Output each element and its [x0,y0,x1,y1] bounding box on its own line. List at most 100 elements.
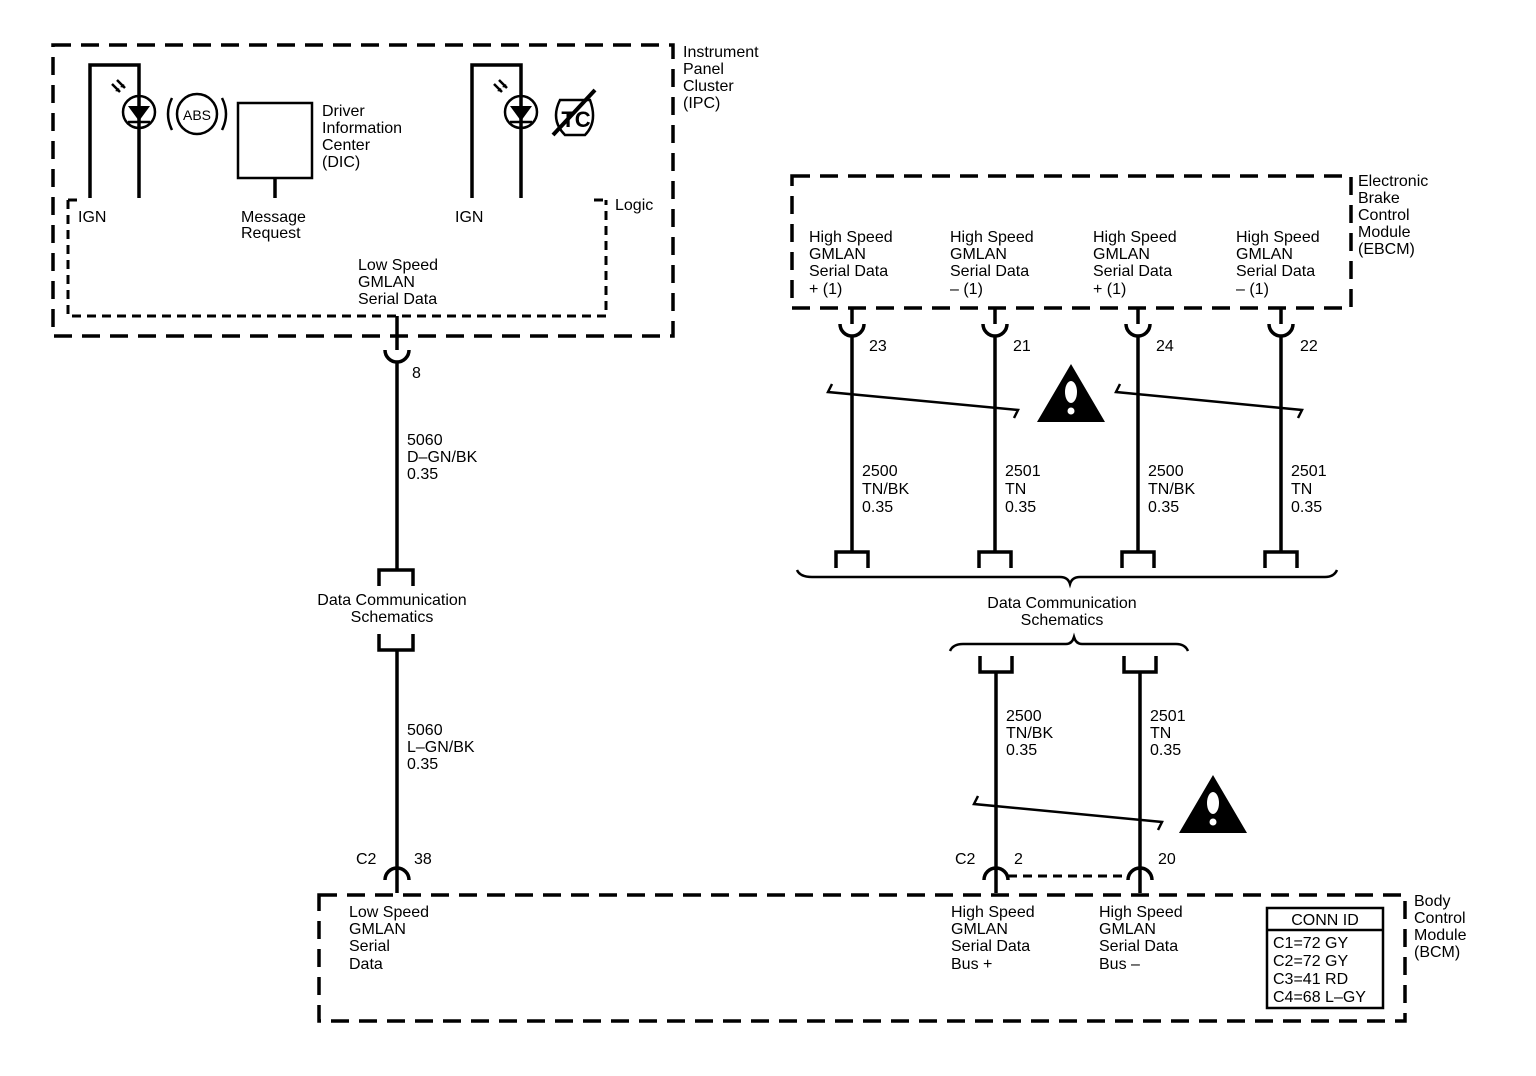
tc-indicator-circuit [470,63,523,198]
ebcm-module: Electronic Brake Control Module (EBCM) H… [790,173,1428,310]
ebcm-w2-color: TN [1005,481,1026,498]
ebcm-t1-line1: High Speed [809,229,893,246]
caution-icon-2 [1179,775,1247,833]
ipc-name-2: Panel [683,61,724,78]
left-lower-inline-connector [377,634,415,652]
ebcm-w2-gauge: 0.35 [1005,499,1036,516]
bcm-right-conn: C2 [955,851,976,868]
ebcm-pin-22: 22 [1300,338,1318,355]
conn-id-c1: C1=72 GY [1273,935,1348,952]
ebcm-name-3: Control [1358,207,1410,224]
ebcm-wire-4: 22 2501 TN 0.35 [1263,308,1327,568]
bcm-hs-plus-1: High Speed [951,904,1035,921]
ebcm-t2-line2: GMLAN [950,246,1007,263]
bcm-plus-circuit: 2500 [1006,708,1042,725]
dic-label-1: Driver [322,103,365,120]
ipc-message-request-1: Message [241,209,306,226]
caution-icon-1 [1037,364,1105,422]
ebcm-t3-line2: GMLAN [1093,246,1150,263]
bcm-name-2: Control [1414,910,1466,927]
center-ref-1: Data Communication [987,595,1136,612]
ebcm-wire-1: 23 2500 TN/BK 0.35 [834,308,909,568]
bcm-name-4: (BCM) [1414,944,1460,961]
bcm-pin-38: 38 [414,851,432,868]
ebcm-w3-gauge: 0.35 [1148,499,1179,516]
bcm-low-speed-1: Low Speed [349,904,429,921]
ebcm-t2-line3: Serial Data [950,263,1029,280]
bcm-low-speed-2: GMLAN [349,921,406,938]
left-lower-circuit: 5060 [407,722,443,739]
tc-led-icon [493,79,539,130]
ebcm-pin-21: 21 [1013,338,1031,355]
bcm-hs-minus-4: Bus – [1099,956,1140,973]
ebcm-t1-line4: + (1) [809,281,842,298]
bcm-hs-plus-3: Serial Data [951,938,1030,955]
bcm-low-speed-4: Data [349,956,383,973]
ebcm-t4-line1: High Speed [1236,229,1320,246]
bcm-wire-minus: 2501 TN 0.35 20 [1122,656,1186,893]
left-lower-gauge: 0.35 [407,756,438,773]
ipc-module: Instrument Panel Cluster (IPC) Logic IGN… [51,43,759,338]
bcm-name-1: Body [1414,893,1450,910]
left-upper-color: D–GN/BK [407,449,478,466]
left-upper-inline-connector [377,568,415,586]
ebcm-t4-line2: GMLAN [1236,246,1293,263]
abs-icon-text: ABS [183,107,211,123]
bcm-minus-color: TN [1150,725,1171,742]
ipc-low-speed-3: Serial Data [358,291,437,308]
ebcm-t3-line4: + (1) [1093,281,1126,298]
ebcm-w1-gauge: 0.35 [862,499,893,516]
ebcm-pin-24: 24 [1156,338,1174,355]
ebcm-w1-circuit: 2500 [862,463,898,480]
conn-id-c3: C3=41 RD [1273,971,1348,988]
bcm-hs-minus-3: Serial Data [1099,938,1178,955]
ebcm-name-2: Brake [1358,190,1400,207]
twisted-pair-marker-1 [826,383,1020,419]
left-upper-gauge: 0.35 [407,466,438,483]
ipc-outline [51,43,675,338]
ebcm-w4-color: TN [1291,481,1312,498]
ipc-logic-outline [66,200,608,318]
ipc-ign-right: IGN [455,209,483,226]
bcm-name-3: Module [1414,927,1467,944]
ebcm-t1-line3: Serial Data [809,263,888,280]
ipc-low-speed-2: GMLAN [358,274,415,291]
ebcm-name-4: Module [1358,224,1411,241]
bcm-hs-minus-1: High Speed [1099,904,1183,921]
ebcm-w3-color: TN/BK [1148,481,1195,498]
ebcm-w4-circuit: 2501 [1291,463,1327,480]
dic-label-3: Center [322,137,371,154]
ebcm-reference-bracket [795,569,1339,589]
ipc-pin-8-connector [383,349,411,364]
ebcm-pin-23: 23 [869,338,887,355]
ipc-ign-left: IGN [78,209,106,226]
abs-warning-icon: ABS [166,92,228,136]
bcm-minus-gauge: 0.35 [1150,742,1181,759]
ebcm-wire-2: 21 2501 TN 0.35 [977,308,1041,568]
bcm-plus-color: TN/BK [1006,725,1053,742]
bcm-wire-plus: 2500 TN/BK 0.35 C2 2 [955,656,1053,893]
ebcm-t4-line3: Serial Data [1236,263,1315,280]
left-upper-circuit: 5060 [407,432,443,449]
bcm-minus-circuit: 2501 [1150,708,1186,725]
dic-box [236,101,314,180]
twisted-pair-marker-2 [1114,383,1304,419]
left-ref-2: Schematics [351,609,434,626]
ebcm-t2-line4: – (1) [950,281,983,298]
ebcm-wire-3: 24 2500 TN/BK 0.35 [1120,308,1195,568]
bcm-pin-20: 20 [1158,851,1176,868]
conn-id-c4: C4=68 L–GY [1273,989,1366,1006]
ipc-logic-label: Logic [615,197,653,214]
ebcm-w3-circuit: 2500 [1148,463,1184,480]
ipc-name-1: Instrument [683,44,759,61]
ebcm-outline [790,174,1353,310]
bcm-reference-bracket [948,632,1190,652]
bcm-hs-minus-2: GMLAN [1099,921,1156,938]
ebcm-t3-line1: High Speed [1093,229,1177,246]
ipc-name-4: (IPC) [683,95,720,112]
bcm-low-speed-3: Serial [349,938,390,955]
bcm-module: Body Control Module (BCM) Low Speed GMLA… [317,893,1467,1023]
ipc-name-3: Cluster [683,78,734,95]
ebcm-w4-gauge: 0.35 [1291,499,1322,516]
